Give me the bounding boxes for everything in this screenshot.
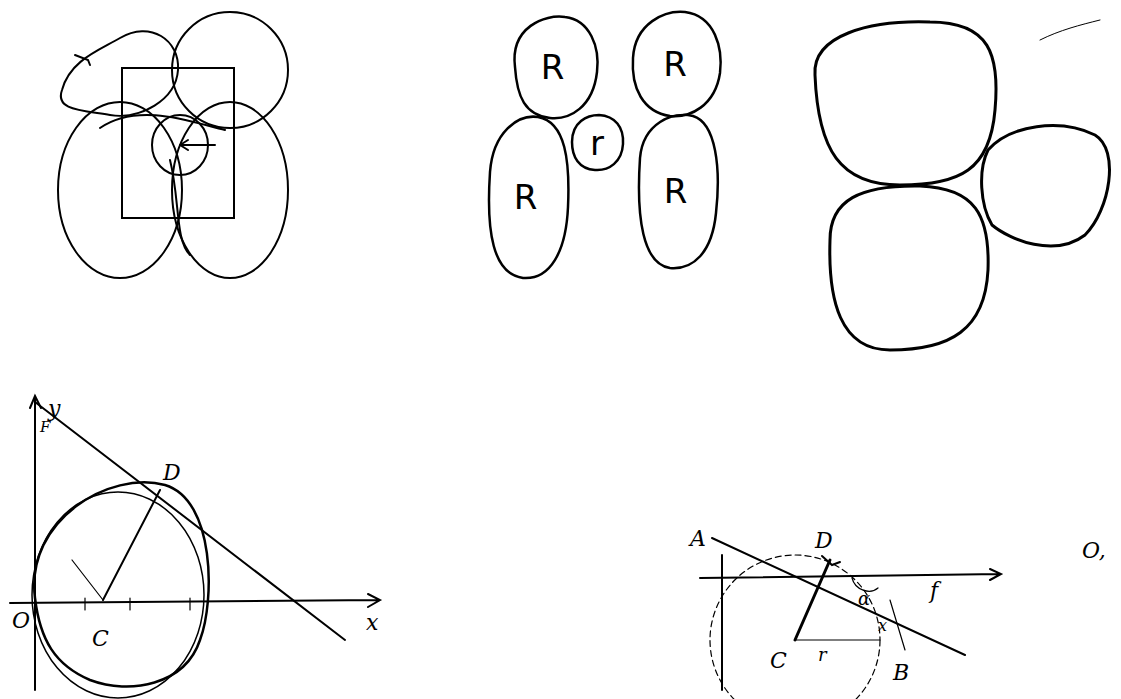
radius-line bbox=[103, 490, 160, 600]
sketch-circle bbox=[58, 102, 182, 278]
radius-label: R bbox=[664, 174, 688, 208]
sketch-blob bbox=[830, 186, 988, 350]
point-label: x bbox=[366, 612, 378, 634]
circle-blob: R bbox=[628, 108, 723, 273]
horizontal-axis bbox=[700, 569, 1001, 580]
circle bbox=[710, 555, 880, 699]
point-label: A bbox=[690, 528, 706, 550]
sketch-stroke bbox=[1040, 20, 1100, 40]
point-label: r bbox=[818, 646, 827, 664]
circle bbox=[32, 492, 204, 698]
sketch-stroke bbox=[75, 55, 90, 65]
blob-path bbox=[489, 117, 568, 278]
circle-blob: R bbox=[505, 12, 600, 122]
radius-label: R bbox=[541, 50, 565, 84]
blob-path bbox=[572, 115, 623, 170]
tangent-line bbox=[35, 402, 345, 640]
right-angle-mark bbox=[822, 556, 840, 565]
sketch-arrow bbox=[180, 140, 215, 150]
point-label: y bbox=[48, 398, 60, 420]
x-axis bbox=[10, 594, 380, 607]
tangent-line bbox=[712, 538, 965, 655]
sketch-square bbox=[122, 68, 234, 218]
y-axis bbox=[30, 396, 41, 690]
blob-path bbox=[633, 12, 721, 116]
point-label: C bbox=[770, 650, 787, 672]
circle-blob: R bbox=[478, 112, 573, 282]
point-label: D bbox=[815, 530, 833, 552]
blob-path bbox=[639, 115, 718, 268]
egg-curve bbox=[34, 482, 209, 686]
point-label: O, bbox=[1082, 540, 1106, 562]
sketch-blob bbox=[61, 31, 178, 116]
radius-label: r bbox=[590, 126, 604, 160]
tick-marks bbox=[72, 560, 190, 610]
sketch-blob bbox=[982, 126, 1110, 246]
radius-label: R bbox=[514, 180, 538, 214]
circle-blob: r bbox=[567, 112, 627, 174]
point-label: D bbox=[163, 462, 181, 484]
sketch-stroke bbox=[100, 115, 225, 255]
point-label: B bbox=[893, 662, 909, 684]
radius-label: R bbox=[663, 47, 687, 81]
dimension-lines bbox=[795, 600, 905, 650]
radius-line bbox=[795, 560, 830, 640]
sketch-circle bbox=[172, 102, 288, 278]
point-label: f bbox=[930, 580, 938, 602]
point-label: C bbox=[92, 628, 109, 650]
point-label: O bbox=[12, 610, 30, 632]
vertical-axis bbox=[721, 555, 723, 690]
blob-path bbox=[515, 17, 598, 119]
point-label: F bbox=[40, 420, 50, 435]
circle-blob: R bbox=[625, 8, 725, 120]
sketch-circle bbox=[172, 12, 288, 128]
sketch-blob bbox=[815, 22, 996, 185]
point-label: α bbox=[858, 590, 870, 608]
point-label: x bbox=[878, 618, 887, 634]
